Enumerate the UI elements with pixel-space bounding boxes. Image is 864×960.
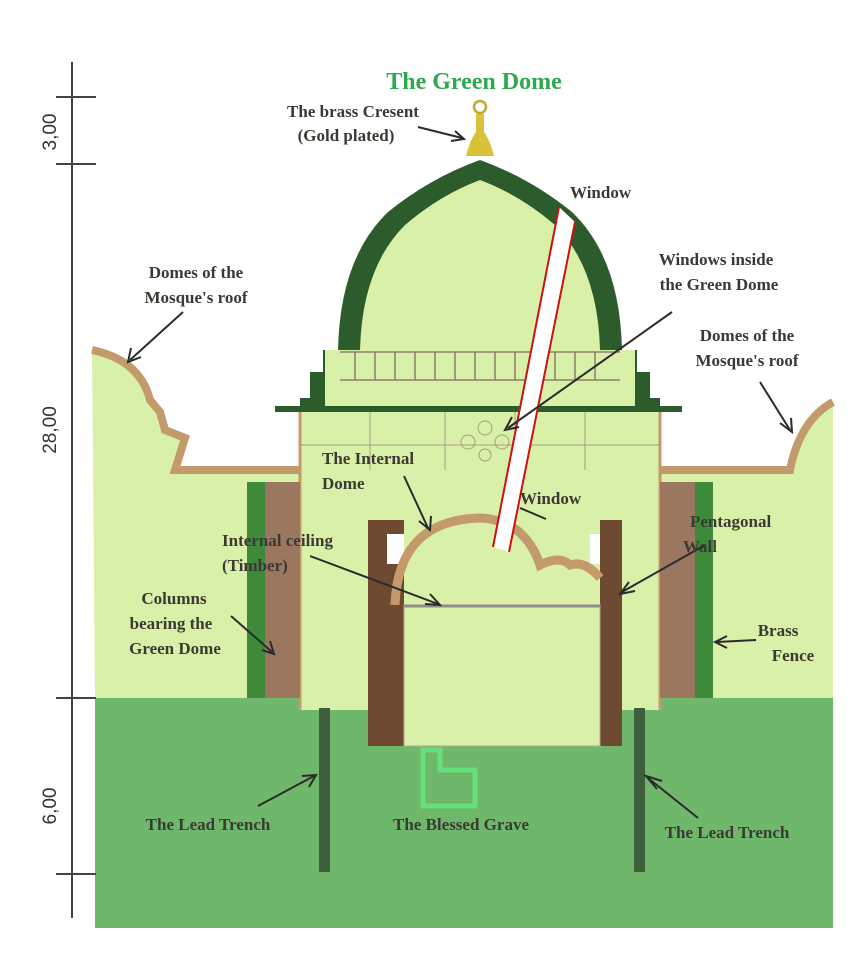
label-blessed-grave: The Blessed Grave xyxy=(393,815,529,834)
lead-trench-right xyxy=(634,708,645,872)
label-window-top: Window xyxy=(570,183,632,202)
column-right-inner xyxy=(660,482,695,698)
label-domes-right-line1: Domes of the xyxy=(700,326,795,345)
window-shaft xyxy=(492,206,576,553)
drum-windows xyxy=(340,351,620,381)
label-columns-line2: bearing the xyxy=(130,614,213,633)
left-roof-dome-outline xyxy=(91,346,300,474)
label-pentagonal-wall-line2: Wall xyxy=(683,537,717,556)
pentagonal-wall-right xyxy=(600,520,622,746)
dimension-label-middle: 28,00 xyxy=(40,406,61,454)
label-columns-line1: Columns xyxy=(141,589,207,608)
label-internal-ceiling-line2: (Timber) xyxy=(222,556,288,575)
label-window-mid: Window xyxy=(520,489,582,508)
annotation-arrows xyxy=(126,126,794,819)
label-brass-fence-line2: Fence xyxy=(772,646,815,665)
diagram-title: The Green Dome xyxy=(386,69,562,95)
dimension-label-bottom: 6,00 xyxy=(40,788,61,825)
label-internal-dome-line1: The Internal xyxy=(322,449,414,468)
column-left-outer xyxy=(247,482,265,698)
label-pentagonal-wall-line1: Pentagonal xyxy=(690,512,772,531)
label-brass-fence-line1: Brass xyxy=(758,621,799,640)
lead-trench-left xyxy=(319,708,330,872)
label-domes-left-line2: Mosque's roof xyxy=(144,288,247,307)
column-left-inner xyxy=(265,482,300,698)
label-lead-trench-right: The Lead Trench xyxy=(665,823,790,842)
label-internal-dome-line2: Dome xyxy=(322,474,365,493)
crescent-finial-icon xyxy=(472,99,488,115)
brass-crescent xyxy=(466,114,494,156)
right-roof-dome-outline xyxy=(660,398,836,474)
label-domes-left-line1: Domes of the xyxy=(149,263,244,282)
dimension-label-top: 3,00 xyxy=(40,114,61,151)
dimension-scale xyxy=(56,62,96,918)
internal-dome xyxy=(390,513,604,606)
label-windows-inside-line1: Windows inside xyxy=(659,250,774,269)
label-internal-ceiling-line1: Internal ceiling xyxy=(222,531,333,550)
label-brass-crescent-line2: (Gold plated) xyxy=(298,126,395,145)
label-columns-line3: Green Dome xyxy=(129,639,221,658)
label-lead-trench-left: The Lead Trench xyxy=(146,815,271,834)
label-brass-crescent-line1: The brass Cresent xyxy=(287,102,419,121)
label-domes-right-line2: Mosque's roof xyxy=(695,351,798,370)
blessed-grave xyxy=(420,747,478,809)
brass-fence-right xyxy=(695,482,713,698)
label-windows-inside-line2: the Green Dome xyxy=(660,275,779,294)
